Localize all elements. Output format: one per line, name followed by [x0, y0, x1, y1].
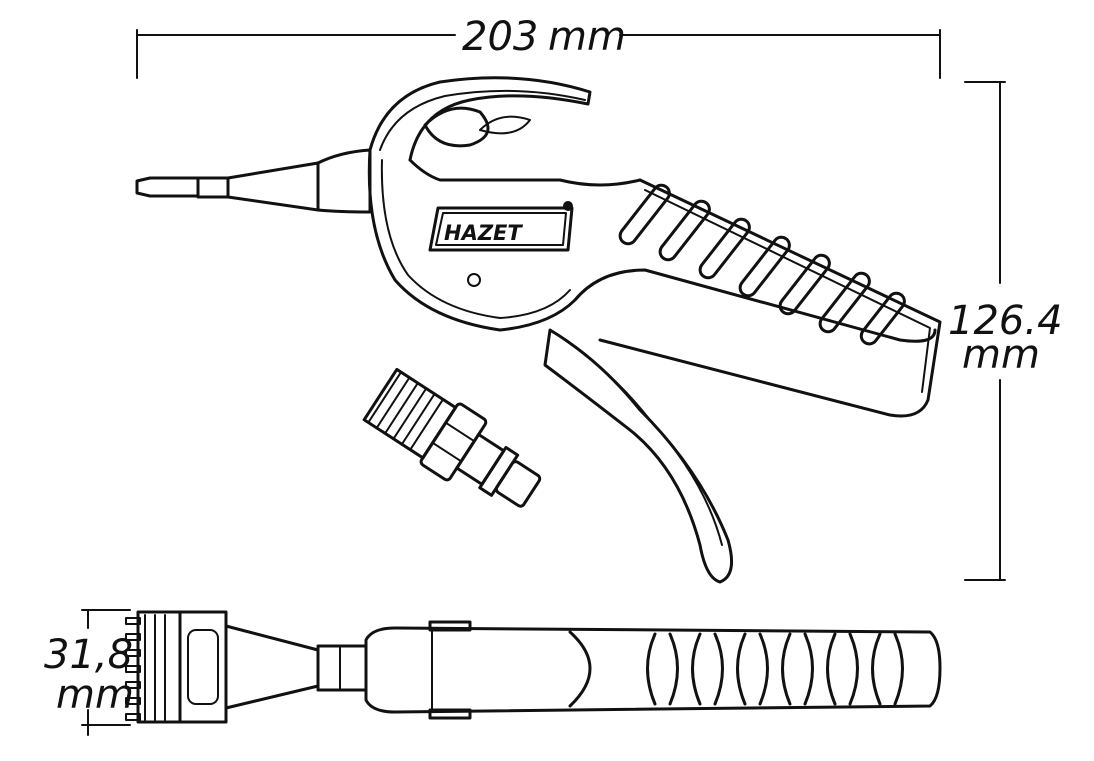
- plug-tip: [494, 460, 542, 508]
- top-hook-edge-bottom: [428, 708, 472, 720]
- logo-plate: [428, 206, 574, 252]
- hook-inner: [379, 89, 586, 151]
- height-dimension: 126.4 mm: [948, 81, 1063, 581]
- top-neck-collar: [316, 644, 368, 692]
- blow-gun-side-view: HAZET: [135, 76, 942, 584]
- grip-ridge: [618, 183, 671, 246]
- comb-base-window: [187, 629, 219, 705]
- grip-ridge: [778, 253, 831, 316]
- grip-ridge: [859, 291, 906, 346]
- hook-outer: [368, 76, 592, 162]
- comb-tooth: [125, 713, 141, 721]
- trigger-lever: [543, 328, 734, 584]
- hex-edge: [431, 441, 463, 463]
- comb-grooves: [144, 614, 166, 721]
- hex-edge: [444, 421, 476, 443]
- top-grip-ridge: [691, 632, 724, 706]
- top-grip-ridge: [736, 632, 769, 706]
- top-grip-ridge: [646, 632, 679, 706]
- logo-text: HAZET: [444, 221, 523, 245]
- width-unit: mm: [548, 14, 626, 60]
- comb-teeth: [125, 617, 141, 721]
- top-grip-ridge: [826, 632, 859, 706]
- blow-gun-top-view: [125, 610, 942, 724]
- thread-lines: [367, 371, 444, 451]
- height-value: 126.4: [948, 298, 1063, 344]
- width-dimension: 203 mm: [136, 14, 941, 79]
- comb-tooth: [125, 681, 141, 689]
- logo-plate-inner: [435, 212, 567, 246]
- top-neck-cone: [224, 624, 320, 710]
- coupling-plug: [362, 367, 542, 508]
- depth-unit: mm: [56, 672, 134, 718]
- nozzle-tip: [135, 176, 200, 198]
- nozzle-collar: [196, 176, 230, 199]
- top-grip-ridge: [871, 632, 904, 706]
- grip-ridge: [738, 235, 791, 298]
- grip-inner: [644, 189, 931, 393]
- top-hook-edge: [428, 620, 472, 632]
- nozzle-cone: [226, 161, 320, 212]
- comb-base: [178, 610, 228, 724]
- grip-ridge: [818, 271, 871, 334]
- comb-tooth: [125, 649, 141, 657]
- logo-dot: [563, 201, 573, 211]
- top-trigger-curve: [568, 630, 592, 708]
- nozzle-base: [316, 148, 372, 214]
- trigger-slot: [408, 158, 642, 187]
- comb-tooth: [125, 633, 141, 641]
- top-grip-ridge: [781, 632, 814, 706]
- grip-ridge: [658, 199, 711, 262]
- height-unit: mm: [962, 332, 1040, 378]
- comb-tooth: [125, 697, 141, 705]
- depth-value: 31,8: [44, 632, 133, 678]
- rivet-hole: [467, 273, 481, 287]
- grip-outline: [598, 178, 942, 418]
- body-lower-outline: [367, 148, 937, 343]
- hook-window: [423, 106, 490, 148]
- top-grip-ridges: [646, 632, 904, 706]
- trigger-lever-inner: [564, 339, 723, 546]
- depth-dimension: 31,8 mm: [44, 609, 134, 736]
- hazet-logo: HAZET: [428, 201, 574, 252]
- top-body-outline: [364, 626, 942, 714]
- grip-ridges: [618, 183, 906, 346]
- body-lower-inner: [380, 159, 571, 319]
- grip-ridge: [698, 217, 751, 280]
- hex-nut: [419, 402, 488, 482]
- hook-window-small: [479, 115, 531, 135]
- comb-tooth: [125, 665, 141, 673]
- width-value: 203: [462, 14, 538, 60]
- comb-tooth: [125, 617, 141, 625]
- plug-ring: [478, 445, 520, 497]
